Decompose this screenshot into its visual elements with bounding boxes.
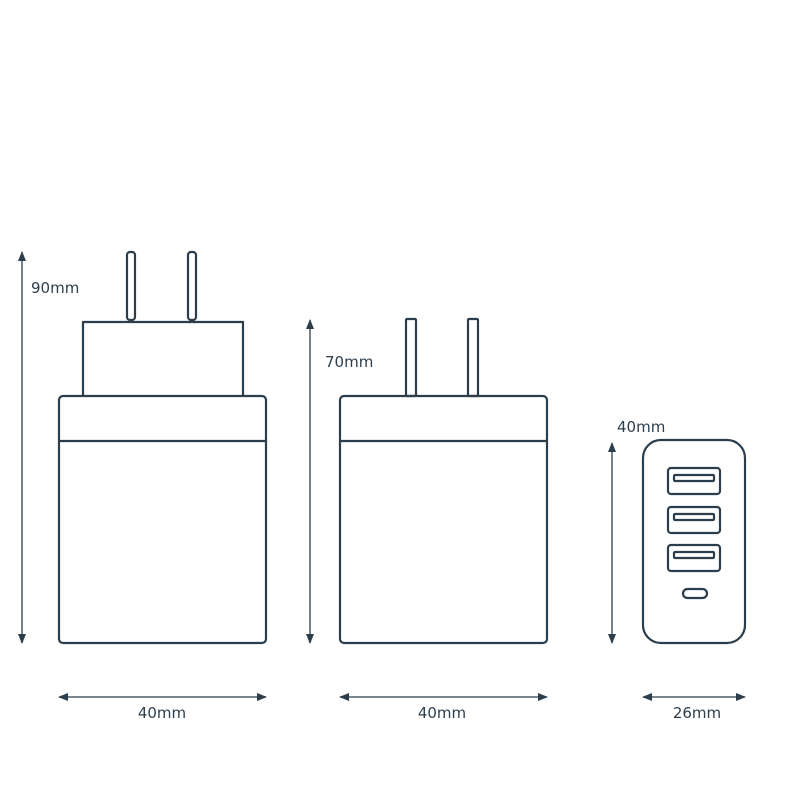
front-height-label: 90mm	[31, 279, 79, 297]
front-body	[57, 394, 268, 645]
side-width-label: 40mm	[418, 704, 466, 722]
end-width-label: 26mm	[673, 704, 721, 722]
front-prong-right	[186, 250, 198, 322]
front-plug-head	[81, 320, 245, 396]
usb-a-port-2	[666, 505, 722, 535]
usb-a-port-3	[666, 543, 722, 573]
usb-c-port	[681, 587, 709, 600]
side-view	[338, 317, 549, 645]
side-prong-right	[466, 317, 480, 398]
front-prong-left	[125, 250, 137, 322]
end-height-label: 40mm	[617, 418, 665, 436]
front-width-label: 40mm	[138, 704, 186, 722]
front-view	[57, 250, 268, 645]
end-body	[641, 438, 747, 645]
side-body	[338, 394, 549, 645]
side-height-label: 70mm	[325, 353, 373, 371]
side-prong-left	[404, 317, 418, 398]
end-view	[641, 438, 747, 645]
usb-a-port-1	[666, 466, 722, 496]
